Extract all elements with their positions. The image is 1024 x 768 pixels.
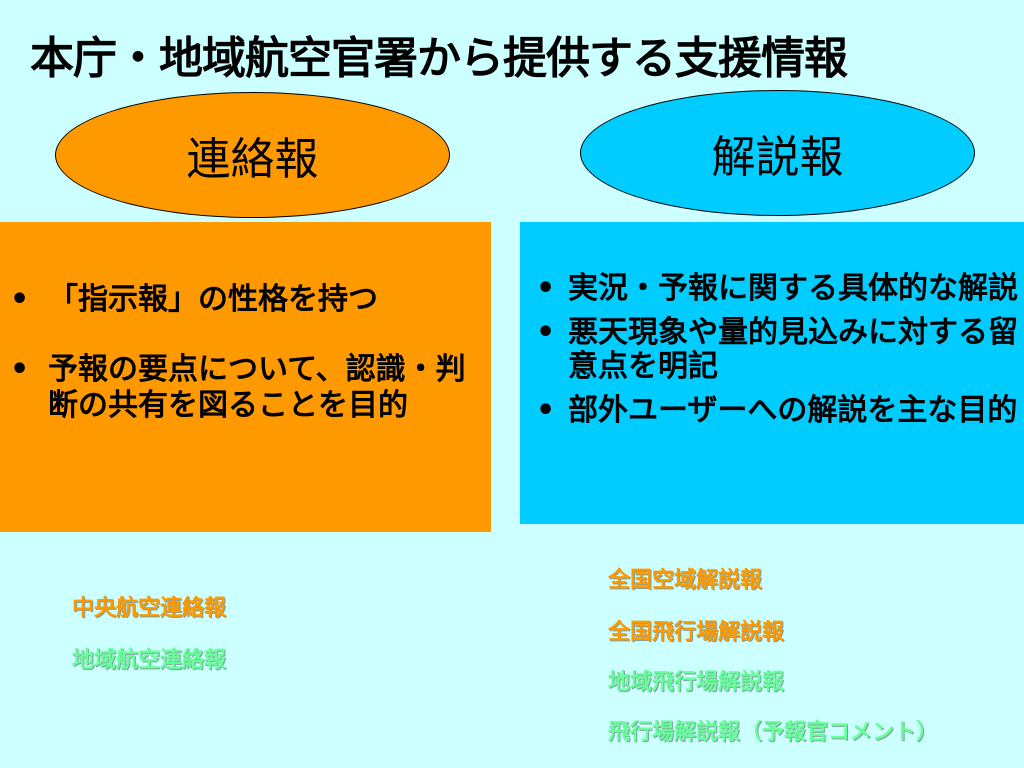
- bullet-text: 予報の要点について、認識・判断の共有を図ることを目的: [48, 352, 466, 423]
- bullet-dot-icon: •: [10, 282, 30, 317]
- airport-kaisetsuho-forecaster-comment-label: 飛行場解説報（予報官コメント）: [608, 720, 939, 745]
- page-title: 本庁・地域航空官署から提供する支援情報: [30, 33, 848, 84]
- bullet-dot-icon: •: [536, 315, 556, 350]
- bullet-text: 実況・予報に関する具体的な解説: [568, 271, 1018, 306]
- bullet-item: • 「指示報」の性格を持つ: [0, 282, 491, 318]
- bullet-text: 「指示報」の性格を持つ: [48, 282, 378, 317]
- bullet-item: • 予報の要点について、認識・判断の共有を図ることを目的: [0, 352, 491, 424]
- national-airport-kaisetsuho-label: 全国飛行場解説報: [608, 620, 785, 645]
- kaisetsuho-oval-label: 解説報: [711, 132, 844, 183]
- kaisetsuho-oval: 解説報: [580, 90, 975, 216]
- bullet-dot-icon: •: [10, 352, 30, 387]
- national-airspace-kaisetsuho-label: 全国空域解説報: [608, 568, 763, 593]
- bullet-text: 部外ユーザーへの解説を主な目的: [568, 393, 1018, 428]
- bullet-item: • 部外ユーザーへの解説を主な目的: [520, 394, 1024, 428]
- bullet-item: • 悪天現象や量的見込みに対する留意点を明記: [520, 316, 1024, 384]
- renrakuho-oval: 連絡報: [55, 92, 450, 218]
- regional-renrakuho-label: 地域航空連絡報: [72, 648, 227, 673]
- central-renrakuho-label: 中央航空連絡報: [72, 596, 227, 621]
- kaisetsuho-bullet-list: • 実況・予報に関する具体的な解説 • 悪天現象や量的見込みに対する留意点を明記…: [520, 272, 1024, 438]
- bullet-item: • 実況・予報に関する具体的な解説: [520, 272, 1024, 306]
- renrakuho-oval-label: 連絡報: [186, 134, 319, 185]
- renrakuho-bullet-list: • 「指示報」の性格を持つ • 予報の要点について、認識・判断の共有を図ることを…: [0, 282, 491, 458]
- bullet-text: 悪天現象や量的見込みに対する留意点を明記: [568, 315, 1018, 384]
- renrakuho-description-box: • 「指示報」の性格を持つ • 予報の要点について、認識・判断の共有を図ることを…: [0, 222, 491, 532]
- bullet-dot-icon: •: [536, 271, 556, 306]
- kaisetsuho-description-box: • 実況・予報に関する具体的な解説 • 悪天現象や量的見込みに対する留意点を明記…: [520, 222, 1024, 524]
- regional-airport-kaisetsuho-label: 地域飛行場解説報: [608, 670, 785, 695]
- bullet-dot-icon: •: [536, 393, 556, 428]
